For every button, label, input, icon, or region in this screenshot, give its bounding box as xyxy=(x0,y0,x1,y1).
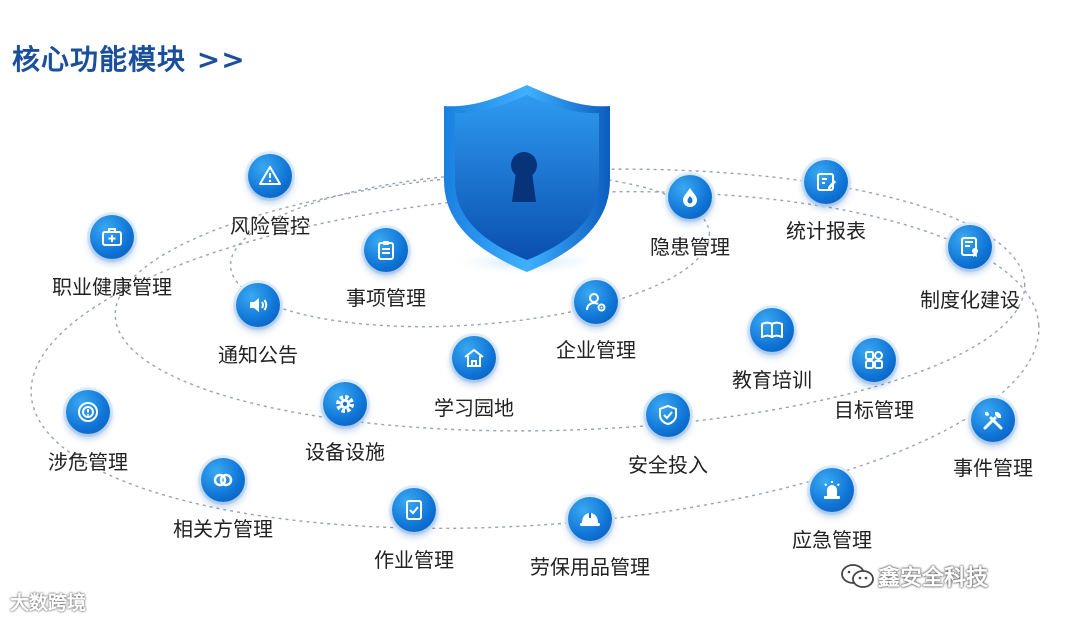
module-label: 劳保用品管理 xyxy=(530,551,650,580)
module-label: 制度化建设 xyxy=(920,284,1020,313)
checklist-icon xyxy=(392,488,436,532)
module-node-mubiao[interactable]: 目标管理 xyxy=(874,360,875,361)
module-node-yinhuan[interactable]: 隐患管理 xyxy=(690,197,691,198)
module-node-yingji[interactable]: 应急管理 xyxy=(832,490,833,491)
certificate-icon xyxy=(948,225,992,269)
module-node-shixiang[interactable]: 事项管理 xyxy=(386,250,387,251)
watermark-left: 大数跨境 xyxy=(10,588,86,615)
module-label: 职业健康管理 xyxy=(52,271,172,300)
module-label: 学习园地 xyxy=(434,392,514,421)
module-label: 通知公告 xyxy=(218,339,298,368)
module-node-zuoye[interactable]: 作业管理 xyxy=(414,510,415,511)
medical-kit-icon xyxy=(90,215,134,259)
grid-icon xyxy=(852,338,896,382)
module-node-xiangguan[interactable]: 相关方管理 xyxy=(223,480,224,481)
tools-icon xyxy=(971,398,1015,442)
module-label: 目标管理 xyxy=(834,394,914,423)
module-node-zhiye[interactable]: 职业健康管理 xyxy=(112,237,113,238)
home-icon xyxy=(452,336,496,380)
module-label: 应急管理 xyxy=(792,524,872,553)
module-node-qiye[interactable]: 企业管理 xyxy=(596,302,597,303)
hazard-icon xyxy=(66,390,110,434)
module-node-shewei[interactable]: 涉危管理 xyxy=(88,412,89,413)
module-node-fengxian[interactable]: 风险管控 xyxy=(270,176,271,177)
gear-icon xyxy=(323,382,367,426)
module-node-anquan[interactable]: 安全投入 xyxy=(668,415,669,416)
user-gear-icon xyxy=(574,280,618,324)
module-label: 安全投入 xyxy=(628,449,708,478)
module-label: 教育培训 xyxy=(732,364,812,393)
module-label: 作业管理 xyxy=(374,544,454,573)
module-label: 事项管理 xyxy=(346,282,426,311)
module-label: 企业管理 xyxy=(556,334,636,363)
link-icon xyxy=(201,458,245,502)
wechat-icon xyxy=(840,562,876,590)
module-node-xuexi[interactable]: 学习园地 xyxy=(474,358,475,359)
central-shield xyxy=(444,85,610,276)
module-node-shijian[interactable]: 事件管理 xyxy=(993,420,994,421)
book-icon xyxy=(750,308,794,352)
module-node-jiaoyu[interactable]: 教育培训 xyxy=(772,330,773,331)
module-node-tongzhi[interactable]: 通知公告 xyxy=(258,305,259,306)
speaker-icon xyxy=(236,283,280,327)
report-edit-icon xyxy=(804,160,848,204)
flame-drop-icon xyxy=(668,175,712,219)
module-node-laobao[interactable]: 劳保用品管理 xyxy=(590,519,591,520)
module-label: 相关方管理 xyxy=(173,513,273,542)
module-label: 设备设施 xyxy=(305,436,385,465)
module-label: 隐患管理 xyxy=(650,231,730,260)
module-node-shebei[interactable]: 设备设施 xyxy=(345,404,346,405)
module-label: 风险管控 xyxy=(230,210,310,239)
siren-icon xyxy=(810,468,854,512)
watermark-right: 鑫安全科技 xyxy=(878,560,988,592)
shield-check-icon xyxy=(646,393,690,437)
module-label: 涉危管理 xyxy=(48,446,128,475)
warning-icon xyxy=(248,154,292,198)
helmet-icon xyxy=(568,497,612,541)
module-label: 统计报表 xyxy=(786,215,866,244)
module-label: 事件管理 xyxy=(953,452,1033,481)
module-node-zhidu[interactable]: 制度化建设 xyxy=(970,247,971,248)
module-node-tongji[interactable]: 统计报表 xyxy=(826,182,827,183)
clipboard-icon xyxy=(364,228,408,272)
